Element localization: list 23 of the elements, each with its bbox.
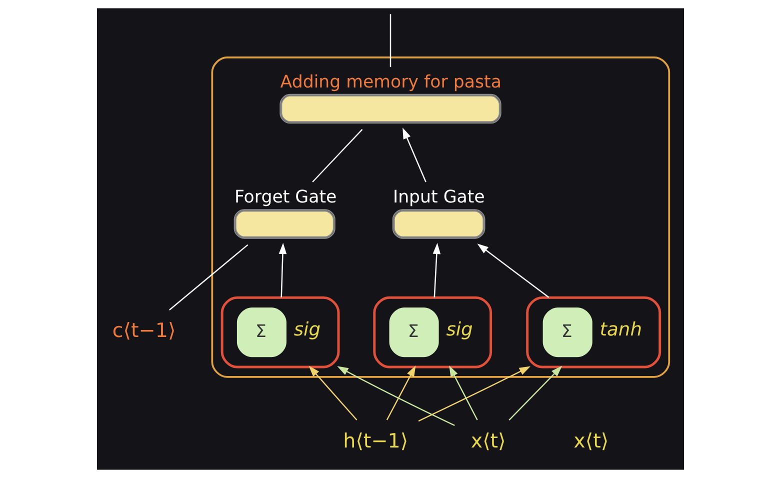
node-box: Σ sig <box>220 296 340 368</box>
arrow <box>508 366 562 420</box>
arrow <box>337 366 455 426</box>
arrow <box>449 365 478 420</box>
arrow <box>386 365 416 420</box>
arrow <box>418 366 531 422</box>
node-label: Input Gate <box>392 188 485 208</box>
arrow <box>278 242 287 298</box>
label: x⟨t⟩ <box>574 429 609 452</box>
arrow <box>402 128 426 182</box>
node-label: Adding memory for pasta <box>280 72 502 92</box>
node-label: Forget Gate <box>234 188 337 208</box>
connector <box>169 244 248 310</box>
node-box: Σ sig <box>373 296 492 368</box>
node-text: h⟨t−1⟩ <box>343 429 408 452</box>
arrow <box>308 366 358 420</box>
arrow <box>477 244 550 298</box>
node-text: c⟨t−1⟩ <box>112 319 176 342</box>
arrow <box>432 242 441 298</box>
connector <box>312 128 363 182</box>
node-text: x⟨t⟩ <box>470 429 506 452</box>
connector <box>390 14 392 68</box>
node-box: Σ tanh <box>526 296 662 368</box>
